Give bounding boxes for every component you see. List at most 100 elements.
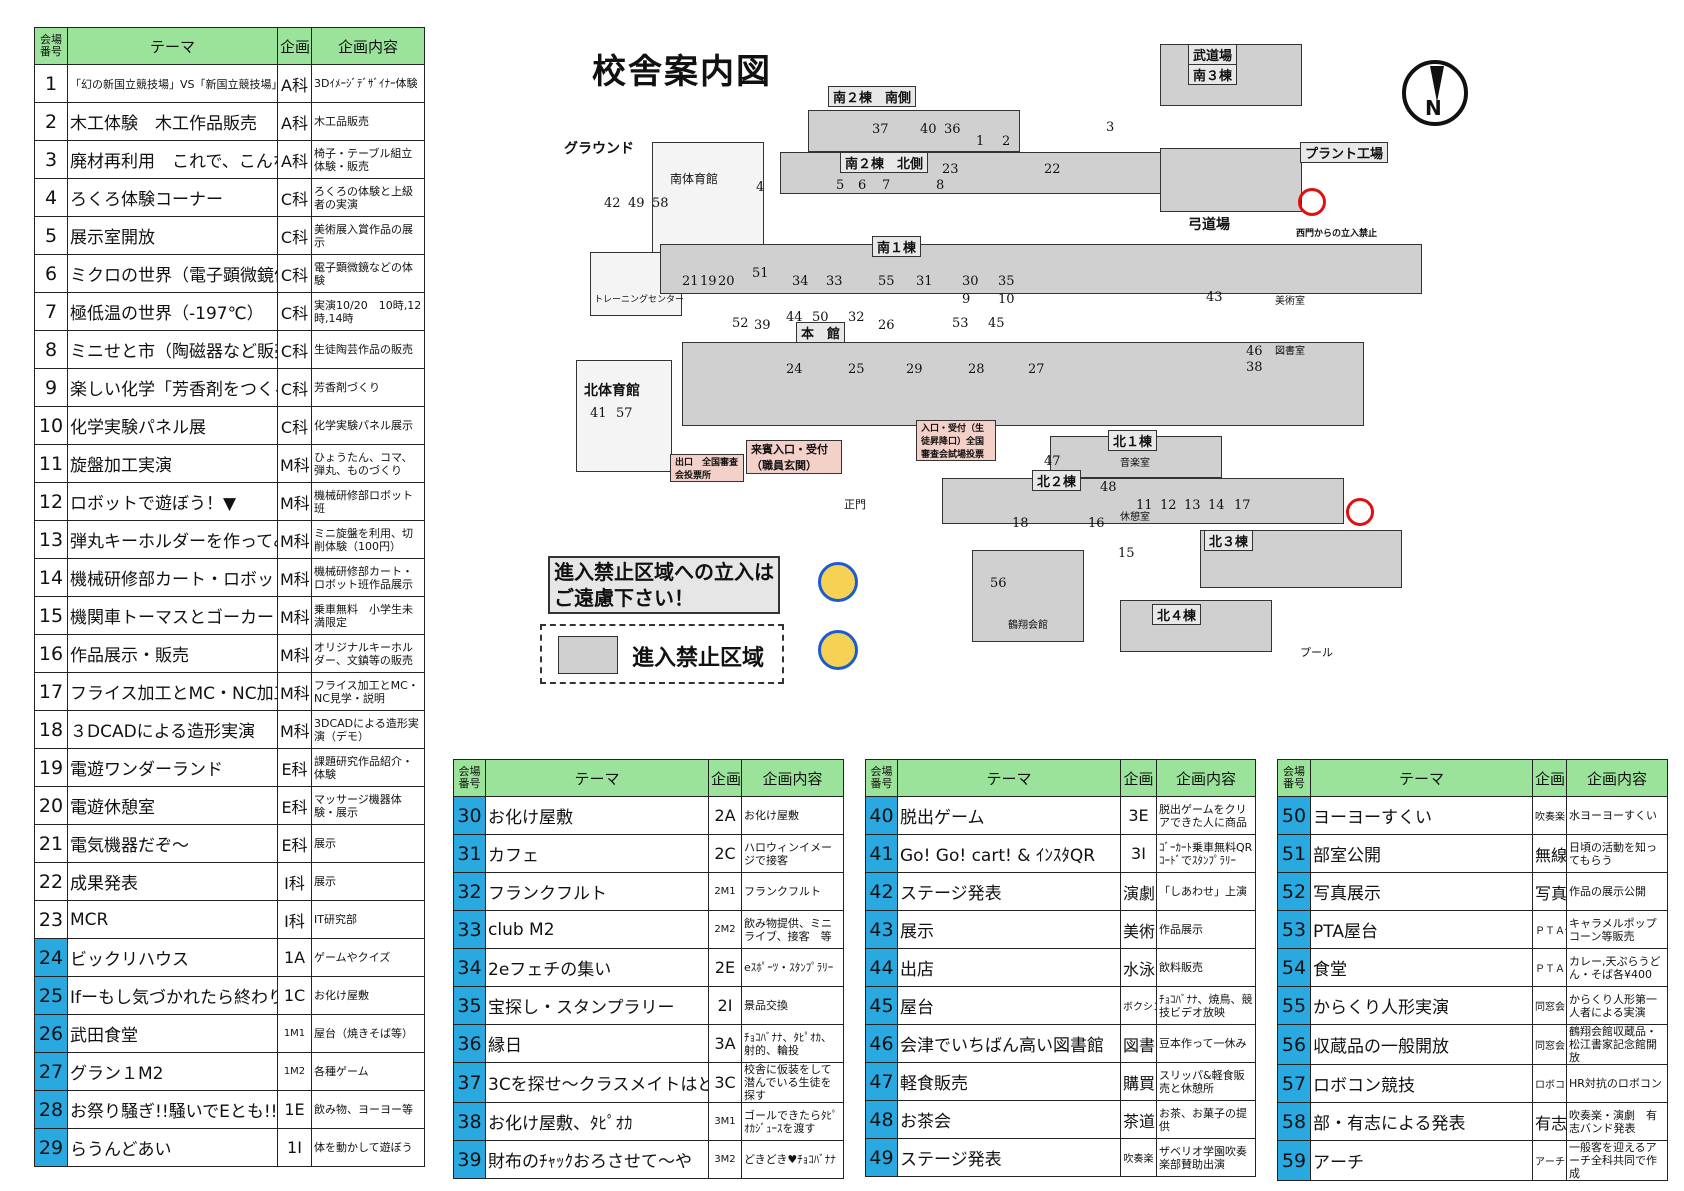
header-plan: 企画 [1532, 759, 1567, 797]
room-number: 38 [1246, 360, 1263, 375]
plan-cell: 美術 [1120, 910, 1157, 949]
room-number: 20 [718, 274, 735, 289]
room-number: 40 [920, 122, 937, 137]
detail-cell: 飲み物提供、ミニライブ、接客 等 [741, 910, 844, 949]
detail-cell: ハロウィンイメージで接客 [741, 834, 844, 873]
theme-cell: 機械研修部カート・ロボット班の展示 [67, 558, 278, 597]
room-number: 35 [998, 274, 1015, 289]
theme-cell: ロボコン競技 [1310, 1064, 1533, 1103]
north-compass-icon: N [1402, 60, 1468, 126]
venue-number: 31 [453, 834, 486, 873]
header-theme: テーマ [67, 27, 278, 65]
venue-number: 12 [34, 482, 68, 521]
venue-number: 9 [34, 368, 68, 407]
theme-cell: Ifーもし気づかれたら終わりー [67, 976, 278, 1015]
header-detail: 企画内容 [1566, 759, 1668, 797]
detail-cell: 椅子・テーブル組立体験・販売 [311, 140, 425, 179]
main-gate-label: 正門 [844, 498, 866, 511]
music-room-label: 音楽室 [1120, 458, 1150, 469]
plan-cell: 3C [708, 1062, 742, 1103]
venue-number: 34 [453, 948, 486, 987]
header-venue-number: 会場番号 [865, 759, 898, 797]
venue-number: 40 [865, 796, 898, 835]
theme-cell: 3Cを探せ～クラスメイトはどこへ行った!? [485, 1062, 709, 1103]
room-number: 32 [848, 310, 865, 325]
theme-cell: MCR [67, 900, 278, 939]
plan-cell: 1I [277, 1128, 312, 1167]
theme-cell: 展示室開放 [67, 216, 278, 255]
detail-cell: 電子顕微鏡などの体験 [311, 254, 425, 293]
venue-number: 51 [1277, 834, 1311, 873]
room-number: 53 [952, 316, 969, 331]
venue-number: 25 [34, 976, 68, 1015]
detail-cell: からくり人形第一人者による実演 [1566, 986, 1668, 1025]
plan-cell: 1C [277, 976, 312, 1015]
room-number: 49 [628, 196, 645, 211]
kita-2-label: 北２棟 [1032, 470, 1082, 491]
venue-number: 21 [34, 824, 68, 863]
venue-number: 32 [453, 872, 486, 911]
art-room-label: 美術室 [1275, 296, 1305, 307]
detail-cell: 鶴翔会館収蔵品・松江書家記念館開放 [1566, 1024, 1668, 1065]
detail-cell: 生徒陶芸作品の販売 [311, 330, 425, 369]
plan-cell: 水泳 [1120, 948, 1157, 987]
no-car-icon [818, 630, 858, 670]
detail-cell: どきどき♥ﾁｮｺﾊﾞﾅﾅ [741, 1140, 844, 1179]
detail-cell: eｽﾎﾟｰﾂ・ｽﾀﾝﾌﾟﾗﾘｰ [741, 948, 844, 987]
theme-cell: カフェ [485, 834, 709, 873]
plan-cell: E科 [277, 786, 312, 825]
plan-cell: 無線 [1532, 834, 1567, 873]
plan-cell: 同窓会 [1532, 1024, 1567, 1065]
theme-cell: 展示 [897, 910, 1121, 949]
plan-cell: M科 [277, 558, 312, 597]
theme-cell: 軽食販売 [897, 1062, 1121, 1101]
detail-cell: お茶、お菓子の提供 [1156, 1100, 1256, 1139]
room-number: 47 [1044, 454, 1061, 469]
room-number: 39 [754, 318, 771, 333]
detail-cell: HR対抗のロボコン [1566, 1064, 1668, 1103]
plan-cell: M科 [277, 482, 312, 521]
training-center-label: トレーニングセンター [594, 295, 685, 305]
venue-number: 36 [453, 1024, 486, 1063]
minami-2-north-label: 南２棟 北側 [840, 152, 929, 173]
detail-cell: ろくろの体験と上級者の実演 [311, 178, 425, 217]
room-number: 23 [942, 162, 959, 177]
theme-cell: フランクフルト [485, 872, 709, 911]
venue-number: 42 [865, 872, 898, 911]
table-row: 1「幻の新国立競技場」VS「新国立競技場」住宅図面作成体験A科3Dｲﾒｰｼﾞﾃﾞ… [34, 64, 425, 103]
detail-cell: 校舎に仮装をして潜んでいる生徒を探す [741, 1062, 844, 1103]
plan-cell: 茶道 [1120, 1100, 1157, 1139]
theme-cell: 宝探し・スタンプラリー [485, 986, 709, 1025]
rest-room-label: 休憩室 [1120, 512, 1150, 523]
room-number: 34 [792, 274, 809, 289]
venue-number: 58 [1277, 1102, 1311, 1141]
theme-cell: PTA屋台 [1310, 910, 1533, 949]
detail-cell: 屋台（焼きそば等） [311, 1014, 425, 1053]
venue-number: 52 [1277, 872, 1311, 911]
plan-cell: 2A [708, 796, 742, 835]
room-number: 50 [812, 310, 829, 325]
plant-label: プラント工場 [1300, 142, 1389, 163]
venue-number: 30 [453, 796, 486, 835]
theme-cell: ステージ発表 [897, 1138, 1121, 1177]
no-bicycle-icon [818, 562, 858, 602]
room-number: 1 [976, 134, 985, 149]
header-detail: 企画内容 [1156, 759, 1256, 797]
venue-number: 18 [34, 710, 68, 749]
building-minami-2-south [808, 110, 1020, 152]
venue-number: 3 [34, 140, 68, 179]
campus-map: 校舎案内図 グラウンド N 南体育館 トレーニングセンター 武道場 南３棟 南２… [540, 30, 1570, 730]
detail-cell: ｺﾞｰｶｰﾄ乗車無料QRｺｰﾄﾞでｽﾀﾝﾌﾟﾗﾘｰ [1156, 834, 1256, 873]
